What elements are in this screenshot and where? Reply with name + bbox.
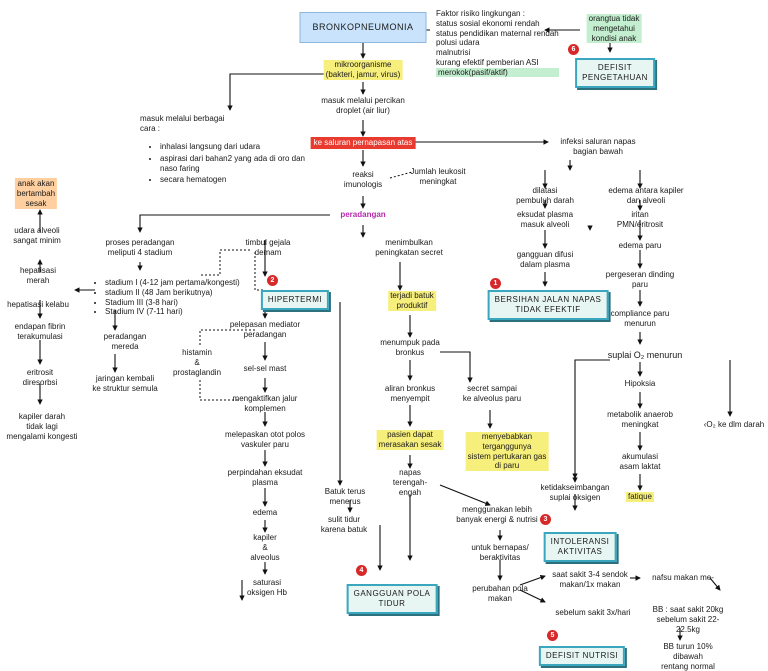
node-histamine: histamin & prostaglandin xyxy=(172,348,222,377)
node-lung-edema: edema paru xyxy=(618,241,662,250)
node-inflammation: peradangan xyxy=(340,210,386,219)
entry-item: secara hematogen xyxy=(160,175,310,185)
node-complement: mengaktifkan jalur komplemen xyxy=(232,394,298,413)
node-leukocyte: Jumlah leukosit meningkat xyxy=(410,167,466,186)
node-exudate: eksudat plasma masuk alveoli xyxy=(516,210,574,229)
node-fatigue: fatique xyxy=(625,492,655,502)
diagnosis-defisit-nutrisi: DEFISIT NUTRISI xyxy=(538,646,626,666)
node-weight-drop: BB turun 10% dibawah rentang normal xyxy=(661,642,715,671)
node-anaerobic: metabolik anaerob meningkat xyxy=(607,410,673,429)
risk-factors-heading: Faktor risiko lingkungan : xyxy=(436,9,525,18)
node-dyspnea: pasien dapat merasakan sesak xyxy=(376,430,444,450)
node-hepatization-red: hepatisasi merah xyxy=(19,266,57,285)
diagnosis-bersihan-jalan-napas: BERSIHAN JALAN NAPAS TIDAK EFEKTIF xyxy=(487,290,609,320)
diagnosis-gangguan-pola-tidur: GANGGUAN POLA TIDUR xyxy=(346,584,438,614)
risk-factor-item: status sosial ekonomi rendah xyxy=(436,18,540,28)
diagnosis-number-badge: 2 xyxy=(267,275,278,286)
diagnosis-intoleransi-aktivitas: INTOLERANSI AKTIVITAS xyxy=(543,532,617,562)
stage-item: stadium II (48 Jam berikutnya) xyxy=(105,288,240,298)
node-compliance: compliance paru menurun xyxy=(610,309,670,328)
node-immune-reaction: reaksi imunologis xyxy=(343,170,383,189)
diagnosis-number-badge: 3 xyxy=(540,514,551,525)
node-saturation: saturasi oksigen Hb xyxy=(246,578,288,597)
node-droplet-entry: masuk melalui percikan droplet (air liur… xyxy=(321,96,405,115)
node-healed: jaringan kembali ke struktur semula xyxy=(92,374,158,393)
risk-factor-item: merokok(pasif/aktif) xyxy=(436,67,559,78)
node-capillary-congest: kapiler darah tidak lagi mengalami konge… xyxy=(6,412,78,441)
node-diffusion: gangguan difusi dalam plasma xyxy=(516,250,574,269)
node-alveoli-wall: pergeseran dinding paru xyxy=(605,270,675,289)
parent-knowledge: orangtua tidak mengetahui kondisi anak xyxy=(586,14,642,44)
risk-factor-item: polusi udara xyxy=(436,38,480,48)
node-smooth-muscle: melepaskan otot polos vaskuler paru xyxy=(224,430,306,449)
node-orange-box: anak akan bertambah sesak xyxy=(14,178,58,210)
node-eat-before: sebelum sakit 3x/hari xyxy=(555,608,631,617)
other-entry-list: inhalasi langsung dari udara aspirasi da… xyxy=(150,142,310,187)
node-hypoxia: Hipoksia xyxy=(624,379,656,388)
diagnosis-number-badge: 5 xyxy=(547,630,558,641)
diagnosis-defisit-pengetahuan: DEFISIT PENGETAHUAN xyxy=(575,58,655,88)
node-stages: proses peradangan meliputi 4 stadium xyxy=(105,238,175,257)
risk-factors: Faktor risiko lingkungan : status sosial… xyxy=(436,9,559,78)
node-accumulation: menumpuk pada bronkus xyxy=(380,338,440,357)
node-eat-now: saat sakit 3-4 sendok makan/1x makan xyxy=(552,570,628,589)
node-appetite: nafsu makan me- xyxy=(652,573,714,582)
diagnosis-number-badge: 1 xyxy=(490,278,501,289)
stage-item: stadium I (4-12 jam pertama/kongesti) xyxy=(105,278,240,288)
stage-item: Stadium III (3-8 hari) xyxy=(105,298,240,308)
node-edema: edema xyxy=(252,508,278,517)
diagnosis-number-badge: 6 xyxy=(568,44,579,55)
node-symptoms: timbul gejala demam xyxy=(245,238,291,257)
node-hepatization-grey: hepatisasi kelabu xyxy=(7,300,69,309)
risk-factor-item: malnutrisi xyxy=(436,48,471,57)
diagnosis-hipertermi: HIPERTERMI xyxy=(260,290,330,310)
node-edema-capillary: edema antara kapiler dan alveoli xyxy=(608,186,684,205)
node-continuous-cough: Batuk terus menerus xyxy=(324,487,366,506)
node-o2-imbalance: ketidakseimbangan suplai oksigen xyxy=(540,483,610,502)
node-lactic: akumulasi asam laktat xyxy=(619,452,661,471)
node-secret-alveoli: secret sampai ke alveolus paru xyxy=(462,384,522,403)
node-bronchus-narrow: aliran bronkus menyempit xyxy=(384,384,436,403)
node-sleep-difficulty: sulit tidur karena batuk xyxy=(320,515,368,534)
node-alveoli-air: udara alveoli sangat minim xyxy=(13,226,61,245)
node-breathe-activity: untuk bernapas/ beraktivitas xyxy=(471,543,529,562)
node-vasodilation: dilatasi pembuluh darah xyxy=(516,186,574,205)
stage-item: Stadium IV (7-11 hari) xyxy=(105,307,240,317)
node-rbc-leak: iritan PMN/eritrosit xyxy=(616,210,664,229)
risk-factor-item: kurang efektif pemberian ASI xyxy=(436,57,539,67)
risk-factor-item: status pendidikan maternal rendah xyxy=(436,28,559,38)
node-mast: sel-sel mast xyxy=(243,364,287,373)
node-weight: BB : saat sakit 20kg sebelum sakit 22-22… xyxy=(652,605,724,634)
node-breath-hard: napas terengah- engah xyxy=(392,468,428,497)
node-microorganism: mikroorganisme (bakteri, jamur, virus) xyxy=(323,60,403,80)
node-gas-exchange: menyebabkan terganggunya sistem pertukar… xyxy=(465,432,549,471)
entry-item: inhalasi langsung dari udara xyxy=(160,142,310,152)
page-title: BRONKOPNEUMONIA xyxy=(299,12,427,43)
diagnosis-number-badge: 4 xyxy=(356,565,367,576)
node-cough-productive: terjadi batuk produktif xyxy=(388,291,436,311)
node-eating-change: perubahan pola makan xyxy=(472,584,528,603)
node-erythrocyte: eritrosit diresorbsi xyxy=(22,368,58,387)
node-o2-supply: suplai O₂ menurun xyxy=(607,350,683,360)
node-upper-tract: ke saluran pernapasan atas xyxy=(310,137,416,149)
node-mediator: pelepasan mediator peradangan xyxy=(229,320,301,339)
entry-item: aspirasi dari bahan2 yang ada di oro dan… xyxy=(160,154,310,174)
node-o2-blood: ‹O₂ ke dlm darah xyxy=(703,420,765,429)
node-other-entry: masuk melalui berbagai cara : xyxy=(140,114,225,133)
node-capillary: kapiler & alveolus xyxy=(250,533,280,562)
stage-list: stadium I (4-12 jam pertama/kongesti) st… xyxy=(95,278,240,317)
node-reduced: peradangan mereda xyxy=(103,332,147,351)
node-fibrin: endapan fibrin terakumulasi xyxy=(14,322,66,341)
node-exudate-shift: perpindahan eksudat plasma xyxy=(227,468,303,487)
node-energy-use: menggunakan lebih banyak energi & nutris… xyxy=(456,505,538,524)
node-lower-tract-infection: infeksi saluran napas bagian bawah xyxy=(560,137,636,156)
node-secretion: menimbulkan peningkatan secret xyxy=(375,238,443,257)
